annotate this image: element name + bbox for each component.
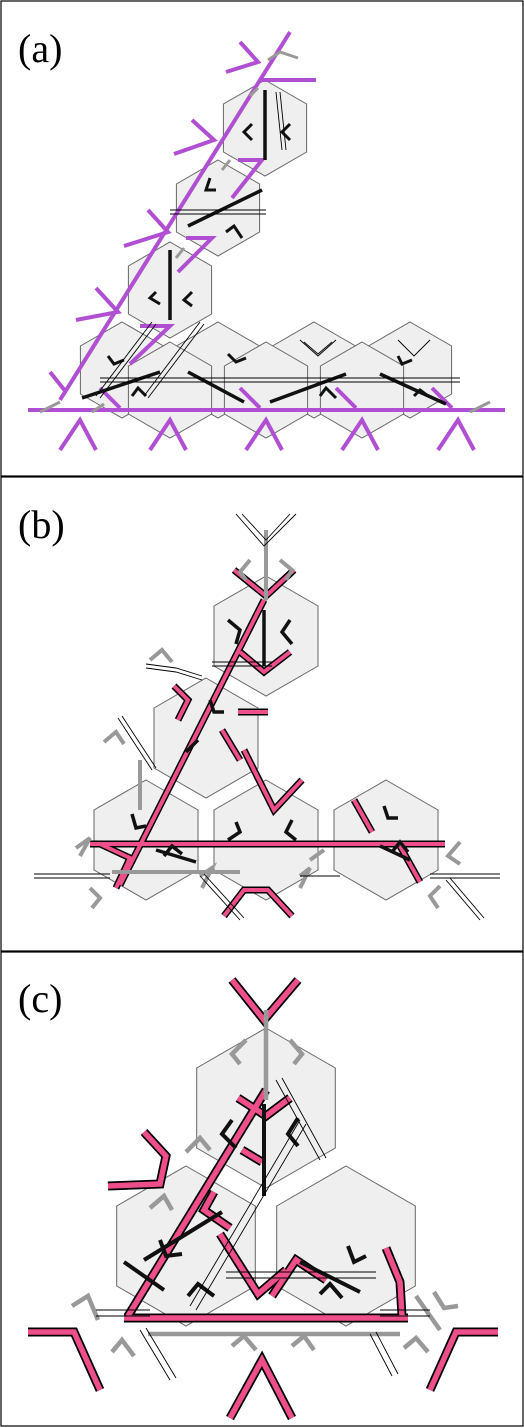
panel-a: (a): [0, 0, 524, 477]
panel-c: (c): [0, 951, 524, 1427]
panel-c-white-tiles: [96, 1077, 430, 1381]
panel-b-gray-chevrons: [74, 530, 462, 910]
panel-c-gray-chevrons: [70, 1010, 459, 1358]
panel-b-white-tiles: [34, 513, 500, 921]
panel-a-chevrons: [106, 122, 429, 400]
panel-b-frame: [0, 476, 524, 952]
panel-b-hexagons: [93, 575, 439, 901]
panel-b: (b): [0, 476, 524, 952]
panel-a-black-tree: [81, 90, 447, 406]
panel-c-black-tree: [122, 1104, 367, 1300]
panel-b-black-tree: [130, 610, 411, 864]
panel-c-frame: [0, 951, 524, 1427]
panel-b-label: (b): [18, 502, 65, 547]
panel-a-frame: [0, 0, 524, 477]
panel-a-label: (a): [18, 26, 62, 71]
panel-c-label: (c): [18, 976, 62, 1021]
panel-a-gray-chevrons: [39, 50, 491, 414]
panel-a-white-tiles: [95, 91, 460, 399]
